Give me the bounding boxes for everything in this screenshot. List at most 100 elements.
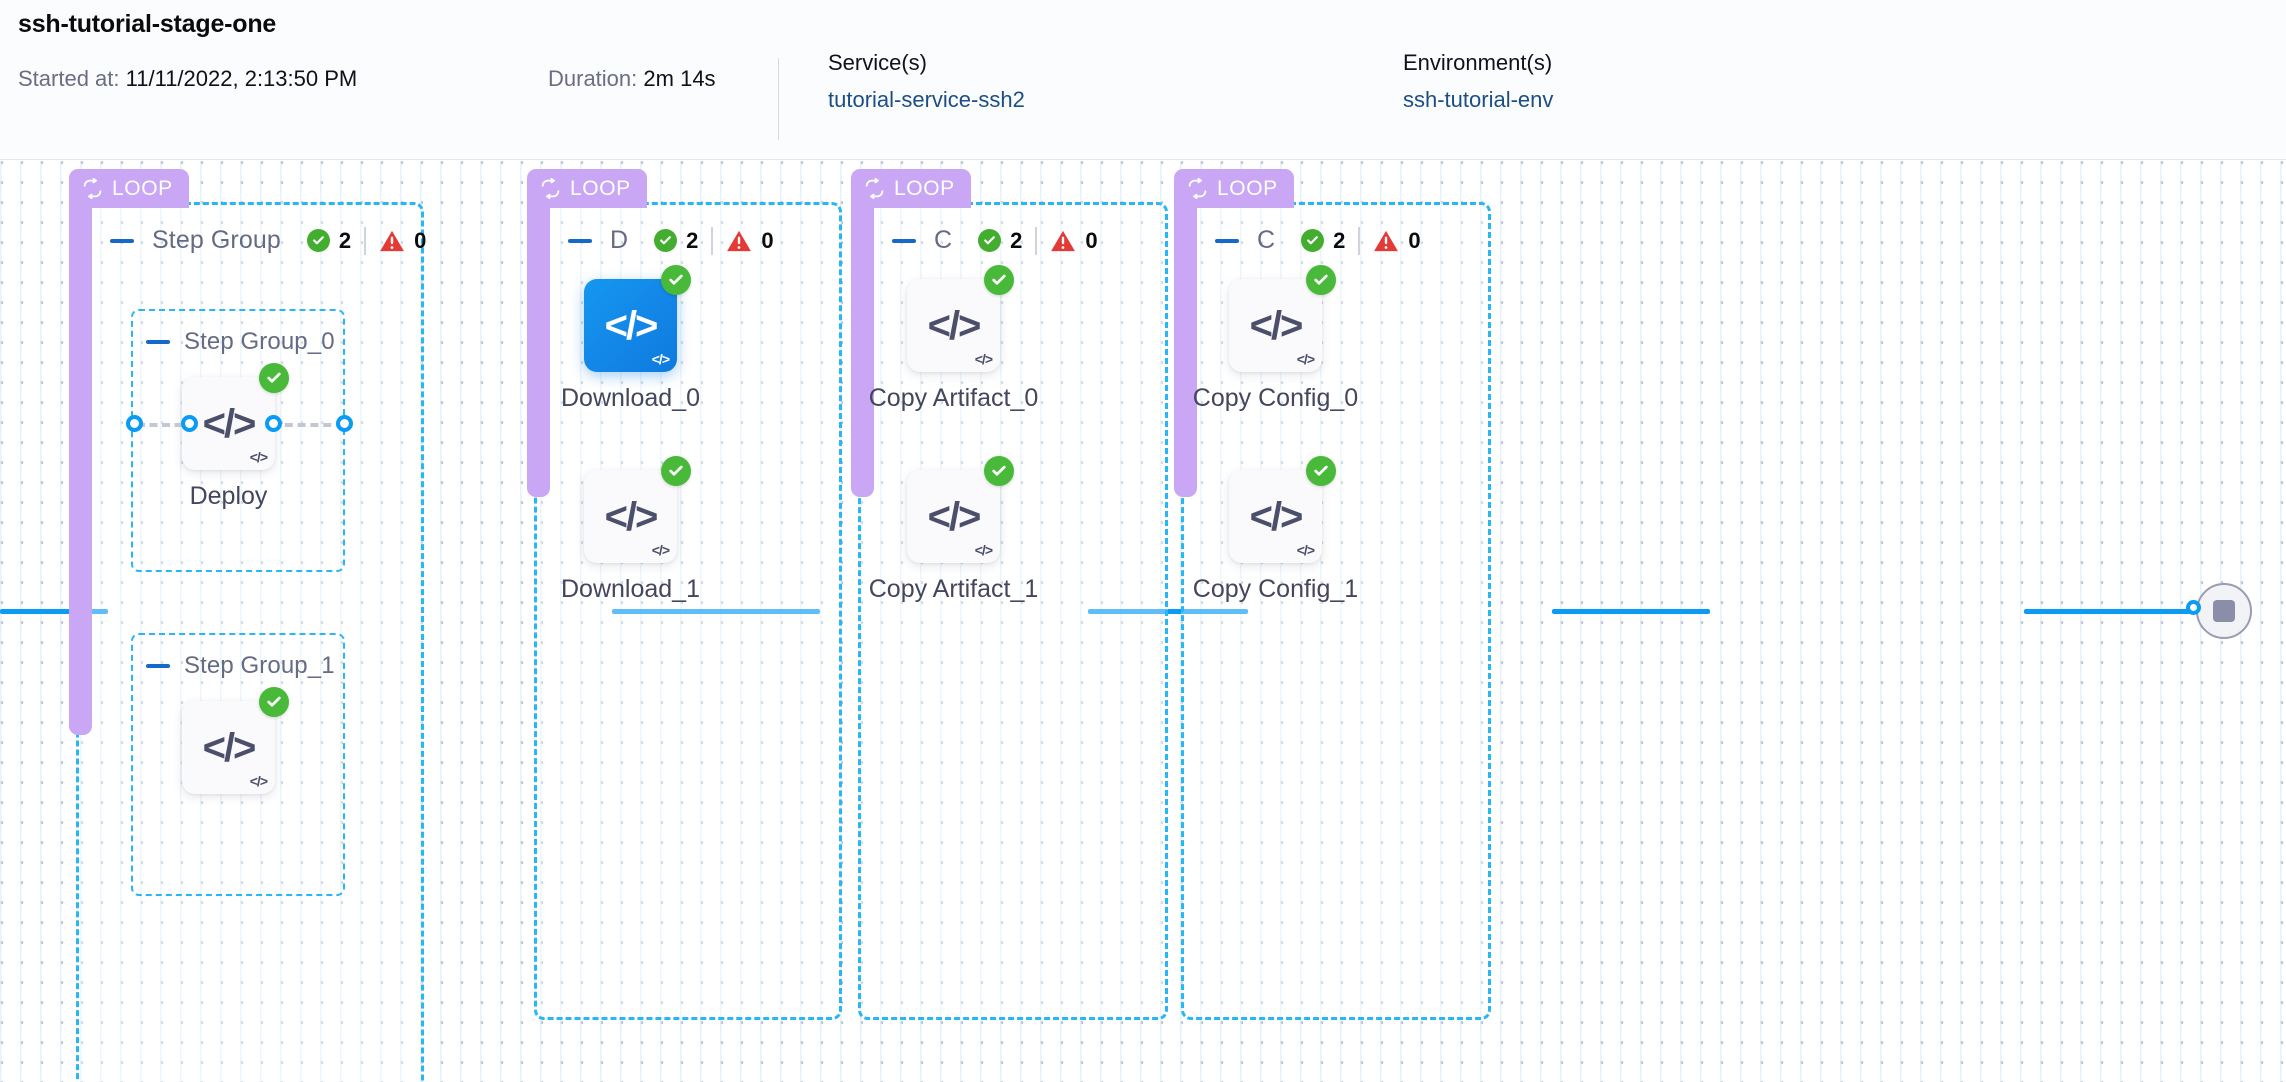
step-node-label: Deploy xyxy=(189,482,268,510)
code-corner-icon: </> xyxy=(651,351,670,367)
success-count-2: 2 xyxy=(1010,227,1023,253)
stage-group-header-3[interactable]: C 2 0 xyxy=(1215,226,1421,255)
dash-connector-right xyxy=(272,423,344,427)
stage-group-box-2[interactable] xyxy=(858,202,1168,1020)
success-count-0: 2 xyxy=(338,227,352,253)
count-divider xyxy=(711,226,714,255)
port-node-left[interactable] xyxy=(181,415,198,432)
loop-badge-label-0: LOOP xyxy=(112,176,173,200)
environment-link[interactable]: ssh-tutorial-env xyxy=(1403,87,1554,112)
error-count-2: 0 xyxy=(1085,227,1098,253)
loop-icon xyxy=(540,178,561,199)
collapse-toggle-3[interactable] xyxy=(1215,238,1239,243)
inner-group-header-0-1[interactable]: Step Group_1 xyxy=(146,652,335,680)
port-group-left[interactable] xyxy=(126,415,143,432)
error-warning-icon xyxy=(379,229,405,253)
stage-group-title-3: C xyxy=(1257,226,1276,254)
services-heading: Service(s) xyxy=(828,50,928,75)
code-corner-icon: </> xyxy=(249,773,268,789)
loop-badge-label-2: LOOP xyxy=(894,176,955,200)
loop-side-bar-2 xyxy=(851,205,874,497)
loop-badge-3[interactable]: LOOP xyxy=(1174,169,1294,208)
service-link[interactable]: tutorial-service-ssh2 xyxy=(828,87,1025,112)
node-status-success-icon xyxy=(661,265,691,295)
collapse-toggle-0-0[interactable] xyxy=(146,340,170,344)
node-status-success-icon xyxy=(259,687,289,717)
step-node-label: Download_0 xyxy=(561,384,700,412)
inner-group-box-0-0[interactable] xyxy=(131,309,345,572)
code-icon: </> xyxy=(1249,303,1304,348)
stage-counts-2: 2 0 xyxy=(978,226,1098,255)
code-icon: </> xyxy=(1249,494,1304,539)
collapse-toggle-0-1[interactable] xyxy=(146,664,170,668)
started-at-label: Started at: xyxy=(18,66,120,91)
rail-3-to-4 xyxy=(1552,609,1710,614)
error-count-3: 0 xyxy=(1408,227,1421,253)
stage-group-title-1: D xyxy=(610,226,629,254)
inner-group-title-0-0: Step Group_0 xyxy=(184,328,335,355)
loop-icon xyxy=(1187,178,1208,199)
port-node-right[interactable] xyxy=(265,415,282,432)
error-count-1: 0 xyxy=(761,227,774,253)
step-node-copy-artifact-0[interactable]: </> </> Copy Artifact_0 xyxy=(869,265,1038,412)
step-node-card[interactable]: </> </> xyxy=(584,265,691,372)
step-node-download-0[interactable]: </> </> Download_0 xyxy=(561,265,700,412)
step-node-card[interactable]: </> </> xyxy=(1229,456,1336,563)
loop-badge-2[interactable]: LOOP xyxy=(851,169,971,208)
node-status-success-icon xyxy=(984,265,1014,295)
stage-group-header-1[interactable]: D 2 0 xyxy=(568,226,774,255)
pipeline-end-node[interactable] xyxy=(2196,583,2252,639)
stage-header-bar: ssh-tutorial-stage-one Started at: 11/11… xyxy=(0,0,2286,160)
code-corner-icon: </> xyxy=(651,542,670,558)
port-group-right[interactable] xyxy=(336,415,353,432)
rail-2-to-3 xyxy=(1088,609,1248,614)
step-node-card[interactable]: </> </> xyxy=(584,456,691,563)
rail-start xyxy=(0,609,108,614)
loop-badge-1[interactable]: LOOP xyxy=(527,169,647,208)
collapse-toggle-1[interactable] xyxy=(568,238,592,243)
error-warning-icon xyxy=(726,229,752,253)
stage-group-header-0[interactable]: Step Group 2 0 xyxy=(110,226,426,255)
step-node-download-1[interactable]: </> </> Download_1 xyxy=(561,456,700,603)
step-node-copy-config-1[interactable]: </> </> Copy Config_1 xyxy=(1193,456,1358,603)
step-node-card[interactable]: </> </> xyxy=(907,456,1014,563)
code-icon: </> xyxy=(202,725,257,770)
code-corner-icon: </> xyxy=(1296,351,1315,367)
loop-badge-label-1: LOOP xyxy=(570,176,631,200)
step-node-card[interactable]: </> </> xyxy=(907,265,1014,372)
stage-group-title-0: Step Group xyxy=(152,226,281,254)
end-node-port[interactable] xyxy=(2186,600,2201,615)
count-divider xyxy=(1358,226,1361,255)
inner-group-title-0-1: Step Group_1 xyxy=(184,652,335,679)
stage-counts-0: 2 0 xyxy=(306,226,426,255)
started-at-value: 11/11/2022, 2:13:50 PM xyxy=(125,66,358,91)
code-corner-icon: </> xyxy=(974,351,993,367)
environments-block: Environment(s) ssh-tutorial-env xyxy=(1403,50,1553,113)
step-node-card[interactable]: </> </> xyxy=(1229,265,1336,372)
pipeline-canvas[interactable]: LOOP Step Group 2 0 Step Group_0 xyxy=(0,161,2286,1082)
duration-label: Duration: xyxy=(548,66,638,91)
error-warning-icon xyxy=(1050,229,1076,253)
services-block: Service(s) tutorial-service-ssh2 xyxy=(828,50,1025,113)
stage-group-header-2[interactable]: C 2 0 xyxy=(892,226,1098,255)
rail-4-to-end xyxy=(2024,609,2194,614)
inner-group-header-0-0[interactable]: Step Group_0 xyxy=(146,328,335,356)
step-node-copy-config-0[interactable]: </> </> Copy Config_0 xyxy=(1193,265,1358,412)
step-node-stepgroup1-child[interactable]: </> </> xyxy=(182,687,289,794)
inner-group-box-0-1[interactable] xyxy=(131,633,345,896)
stage-counts-3: 2 0 xyxy=(1301,226,1421,255)
loop-side-bar-3 xyxy=(1174,205,1197,497)
loop-badge-0[interactable]: LOOP xyxy=(69,169,189,208)
code-corner-icon: </> xyxy=(1296,542,1315,558)
step-node-card[interactable]: </> </> xyxy=(182,687,289,794)
step-node-label: Copy Artifact_0 xyxy=(868,384,1039,412)
collapse-toggle-2[interactable] xyxy=(892,238,916,243)
step-node-copy-artifact-1[interactable]: </> </> Copy Artifact_1 xyxy=(869,456,1038,603)
stage-group-box-1[interactable] xyxy=(534,202,842,1020)
collapse-toggle-0[interactable] xyxy=(110,238,134,243)
count-divider xyxy=(1035,226,1038,255)
environments-heading: Environment(s) xyxy=(1403,50,1553,75)
rail-1-to-2 xyxy=(612,609,820,614)
stage-group-box-3[interactable] xyxy=(1181,202,1491,1020)
stage-group-box-0[interactable] xyxy=(76,202,424,1082)
